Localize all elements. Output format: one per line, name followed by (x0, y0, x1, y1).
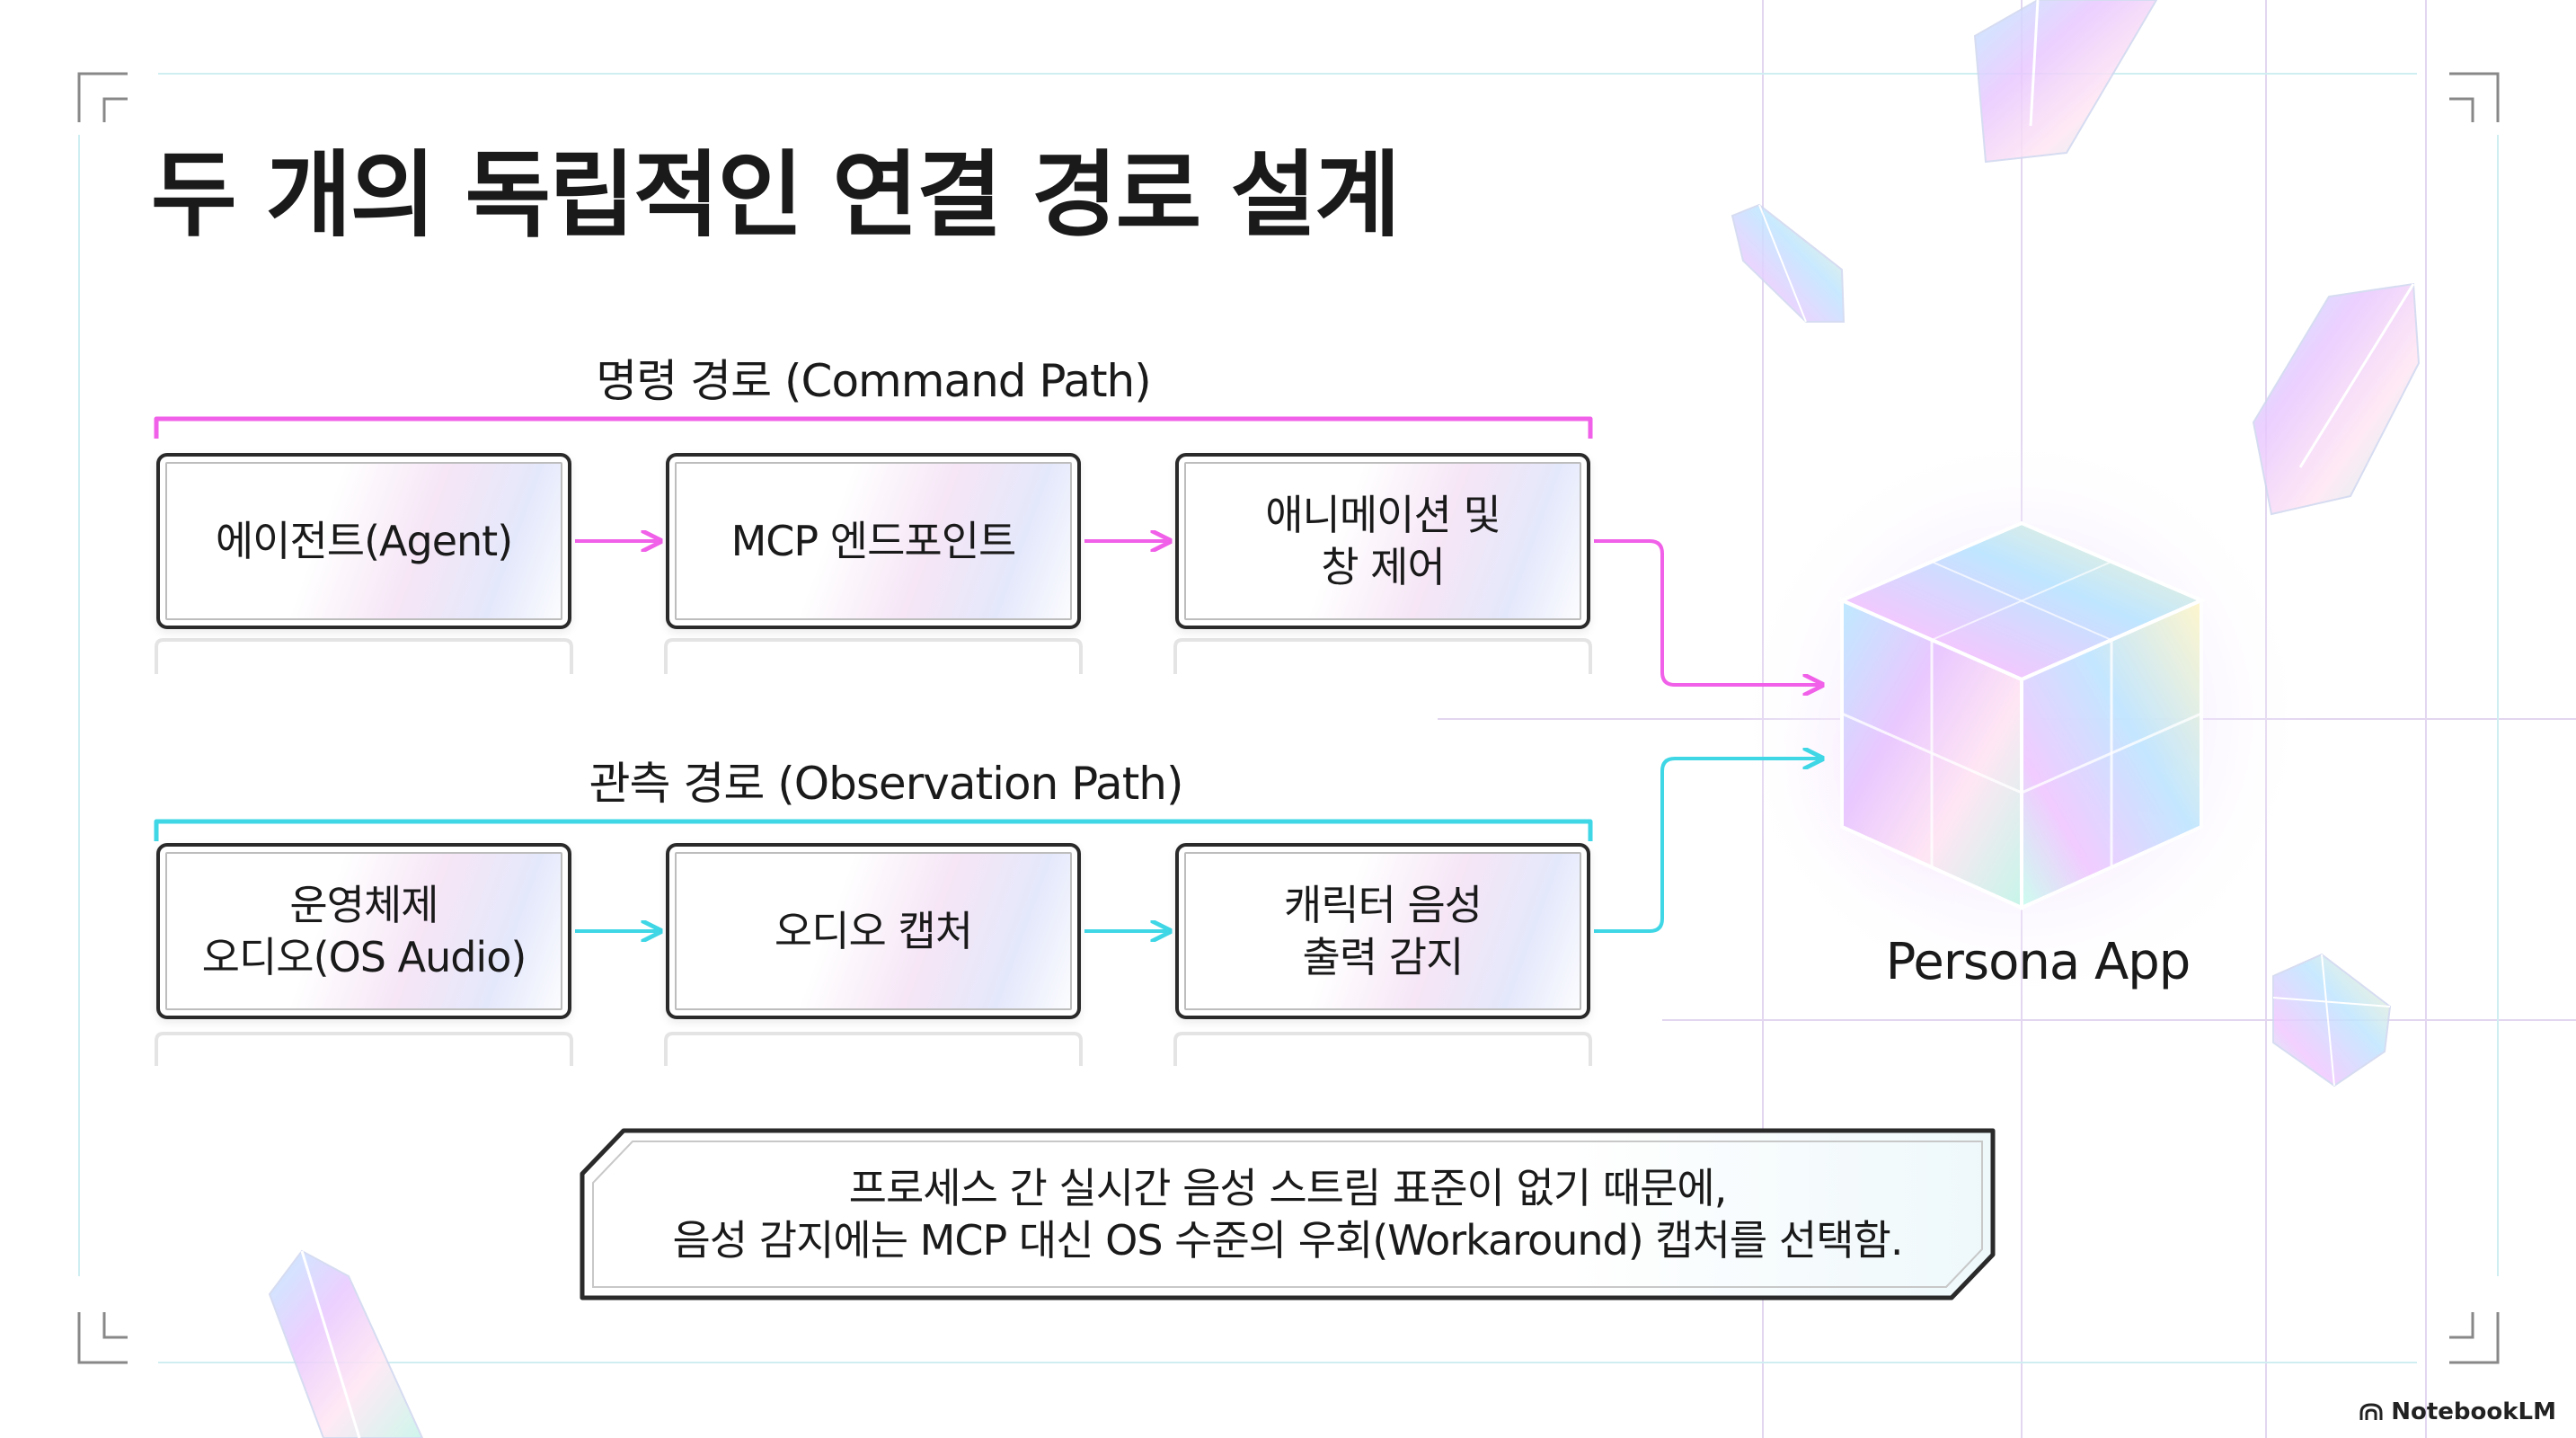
command-path-bracket (154, 416, 1593, 439)
callout-text: 프로세스 간 실시간 음성 스트림 표준이 없기 때문에, 음성 감지에는 MC… (672, 1164, 1904, 1265)
command-node-mcp-endpoint: MCP 엔드포인트 (666, 453, 1081, 629)
command-arrow-to-persona (1594, 539, 1822, 685)
node-label: 에이전트(Agent) (215, 517, 513, 565)
node-reflections (155, 638, 1592, 1066)
observation-node-audio-capture: 오디오 캡처 (666, 843, 1081, 1019)
observation-node-voice-detection: 캐릭터 음성 출력 감지 (1175, 843, 1590, 1019)
crystal-shard-icon (1973, 0, 2158, 164)
crystal-shard-icon (1731, 203, 1846, 323)
crystal-shard-icon (268, 1249, 424, 1438)
observation-path-label: 관측 경로 (Observation Path) (589, 758, 1183, 810)
node-label: MCP 엔드포인트 (730, 517, 1017, 565)
crystal-cube-icon (1837, 520, 2207, 911)
callout-note: 프로세스 간 실시간 음성 스트림 표준이 없기 때문에, 음성 감지에는 MC… (577, 1127, 1998, 1301)
node-label: 애니메이션 및 창 제어 (1265, 491, 1501, 591)
notebooklm-logo-icon (2359, 1403, 2383, 1420)
node-label: 오디오 캡처 (774, 907, 973, 955)
command-path-label: 명령 경로 (Command Path) (596, 355, 1152, 407)
branding-label: NotebookLM (2391, 1398, 2556, 1425)
callout-frame (580, 1128, 1996, 1300)
branding: NotebookLM (2359, 1398, 2556, 1425)
observation-path-bracket (154, 819, 1593, 841)
slide-title: 두 개의 독립적인 연결 경로 설계 (151, 140, 1401, 250)
observation-arrow-to-persona (1594, 759, 1822, 933)
command-node-agent: 에이전트(Agent) (156, 453, 571, 629)
observation-node-os-audio: 운영체제 오디오(OS Audio) (156, 843, 571, 1019)
node-label: 운영체제 오디오(OS Audio) (201, 881, 527, 981)
corner-brackets (77, 72, 2500, 1364)
crystal-shard-icon (2252, 282, 2421, 516)
command-node-animation-window-control: 애니메이션 및 창 제어 (1175, 453, 1590, 629)
crystal-cube-small-icon (2272, 953, 2392, 1087)
node-label: 캐릭터 음성 출력 감지 (1283, 881, 1483, 981)
persona-app-label: Persona App (1885, 933, 2191, 991)
